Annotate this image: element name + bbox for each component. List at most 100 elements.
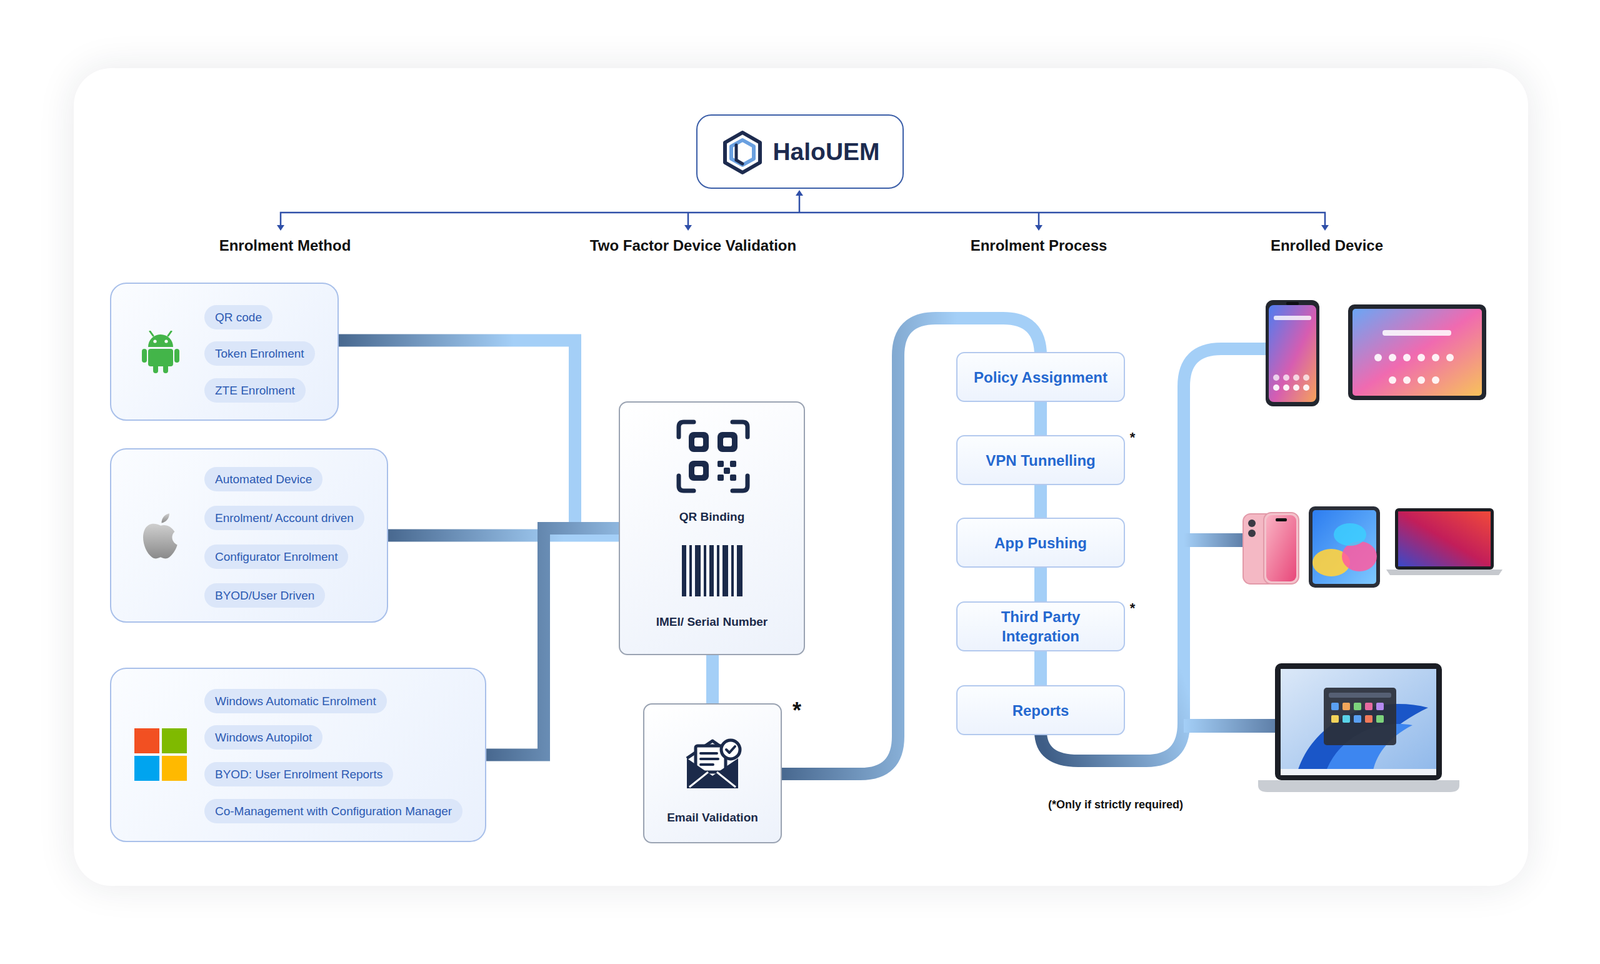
process-box: App Pushing [956, 517, 1125, 568]
shape-part [153, 339, 157, 343]
shape-part [1388, 376, 1397, 384]
shape-part [1403, 353, 1411, 362]
shape-part [795, 190, 804, 196]
platform-panel: Automated DeviceEnrolment/ Account drive… [110, 448, 389, 623]
shape-part [1431, 376, 1440, 384]
shape-part [1258, 780, 1460, 792]
shape-part [1273, 384, 1280, 391]
shape-part [161, 755, 187, 781]
shape-part [1328, 692, 1392, 698]
shape-part [723, 437, 732, 447]
footnote-mark: * [792, 697, 802, 724]
shape-part [1331, 715, 1339, 723]
shape-part [694, 466, 704, 475]
node-text: BYOD/User Driven [215, 588, 315, 602]
text-holder: HaloUEM [772, 115, 880, 188]
shape-part [1342, 702, 1350, 710]
validation-box: Email Validation [643, 703, 782, 844]
method-pill: ZTE Enrolment [204, 378, 306, 403]
shape-part [1183, 718, 1282, 733]
method-pill: Windows Automatic Enrolment [204, 688, 387, 714]
node-text: QR Binding [679, 510, 745, 524]
connector [1034, 485, 1047, 518]
shape-part [1403, 376, 1411, 384]
shape-part [1365, 702, 1373, 710]
shape-part [717, 431, 738, 452]
shape-part [1341, 541, 1377, 572]
shape-part [700, 753, 719, 765]
shape-part [736, 145, 743, 164]
shape-part [730, 474, 737, 481]
shape-part [1331, 702, 1339, 710]
shape-part [1376, 715, 1384, 723]
shape-part [1308, 506, 1380, 588]
shape-part [1398, 511, 1491, 567]
shape-part [1382, 330, 1452, 336]
qr-icon [676, 419, 750, 494]
shape-part [689, 545, 692, 597]
shape-part [689, 771, 736, 787]
shape-part [722, 545, 729, 597]
shape-part [726, 746, 735, 753]
shape-part [725, 132, 760, 173]
shape-part [1303, 374, 1310, 381]
shape-part [695, 545, 701, 597]
process-box: Reports [956, 685, 1125, 735]
shape-part [1183, 533, 1247, 547]
method-pill: Enrolment/ Account driven [204, 505, 365, 530]
label-holder: * [757, 600, 1508, 617]
method-pill: BYOD: User Enrolment Reports [204, 761, 394, 787]
shape-part [686, 758, 739, 789]
hierarchy-bracket [276, 190, 1329, 231]
shape-part [731, 140, 754, 165]
shape-part [1431, 353, 1440, 362]
shape-part [1303, 384, 1310, 391]
shape-part [717, 474, 724, 481]
shape-part [1374, 353, 1382, 362]
node-text: Token Enrolment [215, 346, 305, 360]
shape-part [134, 728, 160, 754]
shape-part [678, 421, 748, 491]
shape-part [1283, 384, 1290, 391]
shape-part [143, 523, 178, 559]
shape-part [1273, 374, 1280, 381]
node-text: IMEI/ Serial Number [656, 615, 768, 629]
shape-part [1248, 519, 1256, 527]
connector [486, 528, 619, 755]
shape-part [730, 460, 737, 467]
node-text: App Pushing [994, 533, 1087, 553]
shape-part [1263, 512, 1299, 584]
shape-part [1417, 353, 1425, 362]
shape-part [1353, 715, 1362, 723]
connector [1034, 401, 1047, 435]
shape-part [1265, 300, 1320, 407]
shape-part [276, 225, 285, 231]
node-text: BYOD: User Enrolment Reports [215, 767, 383, 781]
shape-part [153, 363, 159, 374]
shape-part [688, 431, 709, 452]
shape-part [1280, 668, 1437, 775]
connector [1034, 651, 1047, 685]
shape-part [1275, 663, 1442, 780]
node-text: Third Party Integration [963, 606, 1118, 646]
method-pill: QR code [204, 305, 273, 330]
node-text: VPN Tunnelling [985, 450, 1096, 470]
shape-part [1268, 305, 1317, 402]
method-pill: Automated Device [204, 466, 323, 492]
shape-part [1280, 768, 1437, 775]
shape-part [736, 545, 743, 597]
node-text: Windows Autopilot [215, 730, 312, 744]
shape-part [1446, 353, 1454, 362]
shape-part [134, 755, 160, 781]
shape-part [1342, 715, 1350, 723]
shape-part [1365, 715, 1373, 723]
windows-laptop [1258, 663, 1460, 792]
shape-part [1417, 376, 1425, 384]
shape-part [1352, 308, 1482, 396]
footnote-mark: * [1130, 429, 1136, 445]
shape-part [1388, 353, 1397, 362]
shape-part [148, 334, 174, 347]
process-box: VPN Tunnelling [956, 435, 1125, 485]
shape-part [174, 348, 180, 363]
text-holder: QR Binding [620, 508, 804, 525]
